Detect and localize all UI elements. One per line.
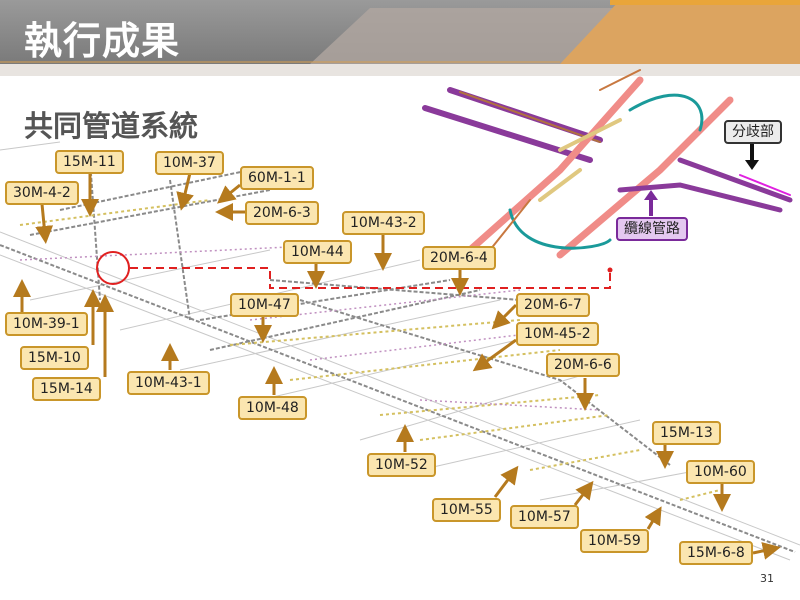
slide-title: 執行成果 <box>24 19 181 63</box>
segment-label: 60M-1-1 <box>240 166 314 190</box>
segment-label: 20M-6-6 <box>546 353 620 377</box>
page-number: 31 <box>760 572 774 585</box>
highlight-circle <box>96 251 130 285</box>
segment-label: 20M-6-4 <box>422 246 496 270</box>
segment-label: 15M-6-8 <box>679 541 753 565</box>
branch-3d-inset <box>422 69 793 259</box>
segment-label: 15M-11 <box>55 150 124 174</box>
segment-label: 10M-57 <box>510 505 579 529</box>
header-banner <box>0 0 800 76</box>
segment-label: 30M-4-2 <box>5 181 79 205</box>
segment-label: 10M-48 <box>238 396 307 420</box>
segment-label: 10M-44 <box>283 240 352 264</box>
highlight-leader <box>130 267 611 289</box>
branch-callout: 分歧部 <box>724 120 782 144</box>
segment-label: 10M-39-1 <box>5 312 88 336</box>
segment-label: 10M-55 <box>432 498 501 522</box>
segment-label: 10M-45-2 <box>516 322 599 346</box>
segment-label: 15M-10 <box>20 346 89 370</box>
section-subtitle: 共同管道系統 <box>24 109 199 143</box>
segment-label: 10M-52 <box>367 453 436 477</box>
segment-label: 20M-6-3 <box>245 201 319 225</box>
segment-label: 15M-13 <box>652 421 721 445</box>
segment-label: 15M-14 <box>32 377 101 401</box>
segment-label: 10M-60 <box>686 460 755 484</box>
segment-label: 20M-6-7 <box>516 293 590 317</box>
segment-label: 10M-43-2 <box>342 211 425 235</box>
cable-duct-callout: 纜線管路 <box>616 217 688 241</box>
segment-label: 10M-59 <box>580 529 649 553</box>
segment-label: 10M-37 <box>155 151 224 175</box>
segment-label: 10M-47 <box>230 293 299 317</box>
segment-label: 10M-43-1 <box>127 371 210 395</box>
